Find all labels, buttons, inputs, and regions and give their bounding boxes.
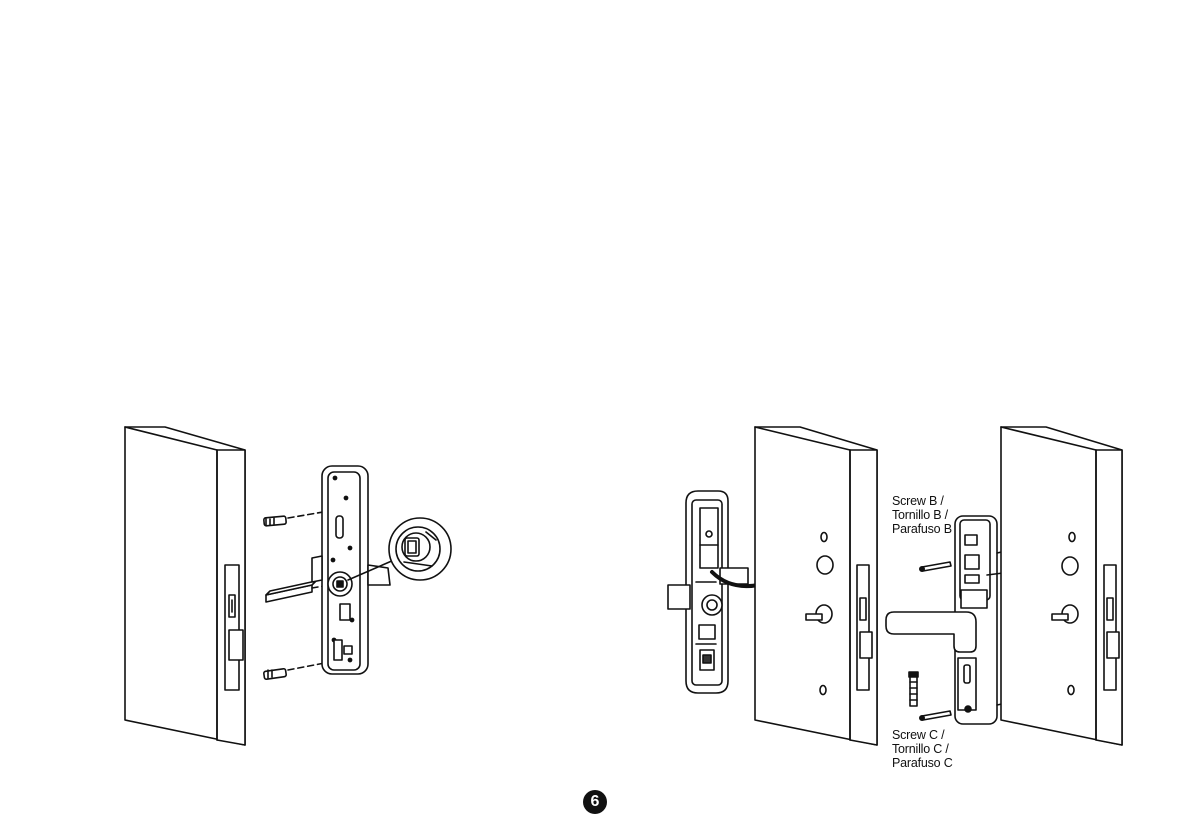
screw-b-label-es: Tornillo B / (892, 508, 952, 522)
lock-back-panel (312, 466, 390, 674)
left-door-assembly (125, 427, 451, 745)
screw-c-label-es: Tornillo C / (892, 742, 953, 756)
inner-lock-body (668, 491, 748, 693)
screw-c-label: Screw C / Tornillo C / Parafuso C (892, 728, 953, 770)
door-slab-right (1001, 427, 1122, 745)
screw-vertical (909, 672, 918, 706)
door-slab-left (125, 427, 245, 745)
screw-b-label-en: Screw B / (892, 494, 952, 508)
outer-lock-body (886, 516, 997, 724)
screw-b (920, 562, 951, 571)
page-number-badge: 6 (583, 790, 607, 814)
screw-b-label-pt: Parafuso B (892, 522, 952, 536)
screw-c-label-en: Screw C / (892, 728, 953, 742)
door-slab-middle (755, 427, 877, 745)
screw-c (920, 711, 951, 720)
screw-bottom-left (264, 662, 330, 679)
right-door-assembly (668, 427, 1122, 745)
screw-c-label-pt: Parafuso C (892, 756, 953, 770)
spindle-bar (266, 581, 330, 602)
screw-b-label: Screw B / Tornillo B / Parafuso B (892, 494, 952, 536)
